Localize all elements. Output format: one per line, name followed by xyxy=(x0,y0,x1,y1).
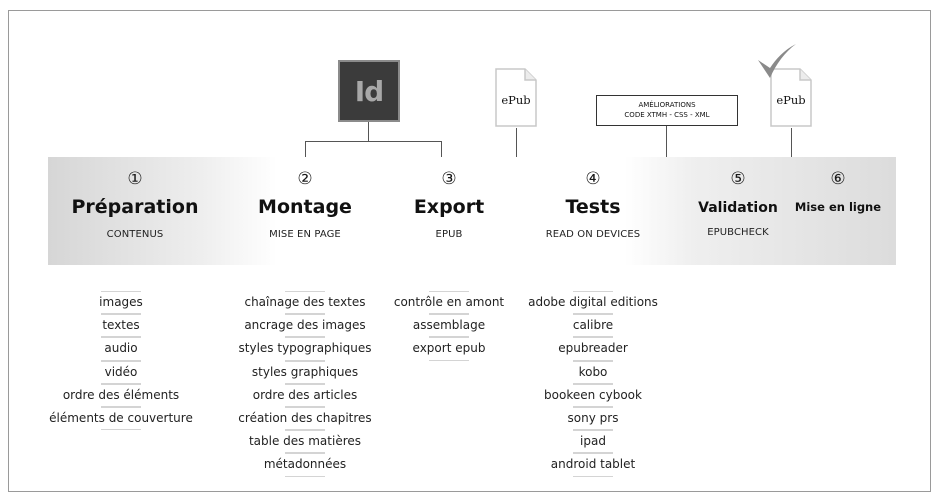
list-item: ordre des éléments xyxy=(31,383,211,408)
list-item: bookeen cybook xyxy=(503,383,683,408)
step-number: ③ xyxy=(441,169,457,189)
list-item: images xyxy=(31,291,211,315)
step-subtitle: EPUB xyxy=(435,229,463,240)
epub-export-connector xyxy=(516,128,517,157)
step-title: Tests xyxy=(565,196,621,218)
step-title: Export xyxy=(413,196,485,218)
list-item: ipad xyxy=(503,430,683,454)
list-item: epubreader xyxy=(503,337,683,361)
step-export: ③ Export EPUB xyxy=(374,168,524,242)
improvements-note-line2: CODE XTMH - CSS - XML xyxy=(624,111,710,119)
export-list: contrôle en amont assemblage export epub xyxy=(359,291,539,361)
epub-validated-file-shape xyxy=(770,68,812,127)
improvements-note: AMÉLIORATIONS CODE XTMH - CSS - XML xyxy=(596,95,738,126)
step-number: ④ xyxy=(585,169,601,189)
step-montage: ② Montage MISE EN PAGE xyxy=(230,168,380,242)
improvements-note-line1: AMÉLIORATIONS xyxy=(638,101,696,109)
epub-file-shape xyxy=(495,68,537,127)
step-title: Montage xyxy=(258,196,352,218)
list-item: éléments de couverture xyxy=(31,406,211,431)
step-subtitle: EPUBCHECK xyxy=(707,227,769,238)
epub-file-label: ePub xyxy=(501,93,531,107)
step-title: Validation xyxy=(698,200,778,216)
step-title: Préparation xyxy=(71,196,199,218)
list-item: ancrage des images xyxy=(215,314,395,338)
step-tests: ④ Tests READ ON DEVICES xyxy=(518,168,668,242)
list-item: android tablet xyxy=(503,453,683,477)
list-item: table des matières xyxy=(215,430,395,454)
list-item: création des chapitres xyxy=(215,406,395,431)
step-number: ② xyxy=(297,169,313,189)
list-item: contrôle en amont xyxy=(359,291,539,315)
checkmark-icon xyxy=(758,44,796,78)
epub-validated-file-label: ePub xyxy=(776,93,806,107)
list-item: chaînage des textes xyxy=(215,291,395,315)
indesign-connector-right xyxy=(441,141,442,157)
indesign-connector-stem xyxy=(368,122,369,142)
step-subtitle: MISE EN PAGE xyxy=(269,229,341,240)
indesign-connector-bar xyxy=(305,141,442,142)
list-item: textes xyxy=(31,314,211,338)
indesign-logo-icon: Id xyxy=(338,60,400,122)
preparation-list: images textes audio vidéo ordre des élém… xyxy=(31,291,211,431)
step-number: ① xyxy=(127,169,143,189)
epub-file-icon: ePub xyxy=(494,67,538,128)
list-item: sony prs xyxy=(503,406,683,431)
list-item: kobo xyxy=(503,360,683,384)
epub-validated-file-icon: ePub xyxy=(769,67,813,128)
steps-band xyxy=(48,157,896,265)
step-validation: ⑤ Validation EPUBCHECK xyxy=(663,168,813,240)
list-item: calibre xyxy=(503,314,683,338)
step-number: ⑤ xyxy=(730,169,746,189)
list-item: ordre des articles xyxy=(215,383,395,408)
indesign-logo-text: Id xyxy=(354,74,384,108)
tests-list: adobe digital editions calibre epubreade… xyxy=(503,291,683,477)
step-title: Mise en ligne xyxy=(794,200,882,214)
montage-list: chaînage des textes ancrage des images s… xyxy=(215,291,395,477)
list-item: export epub xyxy=(359,337,539,361)
step-mise-en-ligne: ⑥ Mise en ligne xyxy=(763,168,913,216)
step-preparation: ① Préparation CONTENUS xyxy=(60,168,210,242)
step-subtitle: READ ON DEVICES xyxy=(545,229,641,240)
note-connector xyxy=(666,126,667,157)
diagram-frame xyxy=(8,10,931,492)
step-subtitle: CONTENUS xyxy=(106,229,164,240)
step-number: ⑥ xyxy=(830,169,846,189)
epub-validation-connector xyxy=(791,128,792,157)
list-item: métadonnées xyxy=(215,453,395,477)
list-item: adobe digital editions xyxy=(503,291,683,315)
list-item: styles typographiques xyxy=(215,337,395,361)
list-item: vidéo xyxy=(31,360,211,384)
list-item: styles graphiques xyxy=(215,360,395,384)
list-item: assemblage xyxy=(359,314,539,338)
list-item: audio xyxy=(31,337,211,361)
indesign-connector-left xyxy=(305,141,306,157)
